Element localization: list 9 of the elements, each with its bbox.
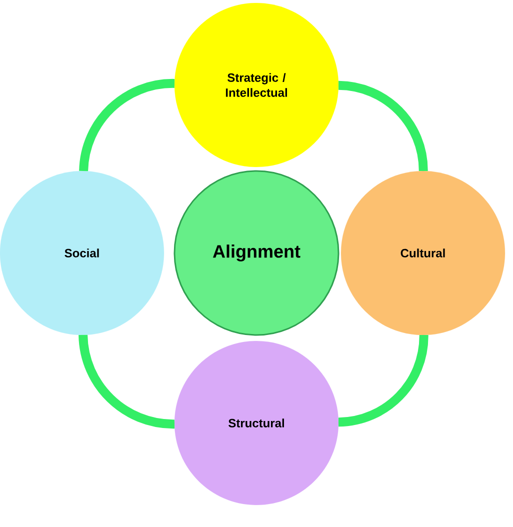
- circle-node: Structural: [174, 340, 339, 506]
- ring-segment: [338, 80, 428, 172]
- circle-node: Strategic / Intellectual: [174, 2, 339, 168]
- circle-node: Alignment: [174, 170, 340, 336]
- ring-segment: [79, 78, 175, 172]
- circle-node: Cultural: [340, 170, 506, 336]
- ring-segment: [338, 334, 428, 427]
- circle-node: Social: [0, 170, 164, 336]
- ring-segment: [78, 334, 175, 429]
